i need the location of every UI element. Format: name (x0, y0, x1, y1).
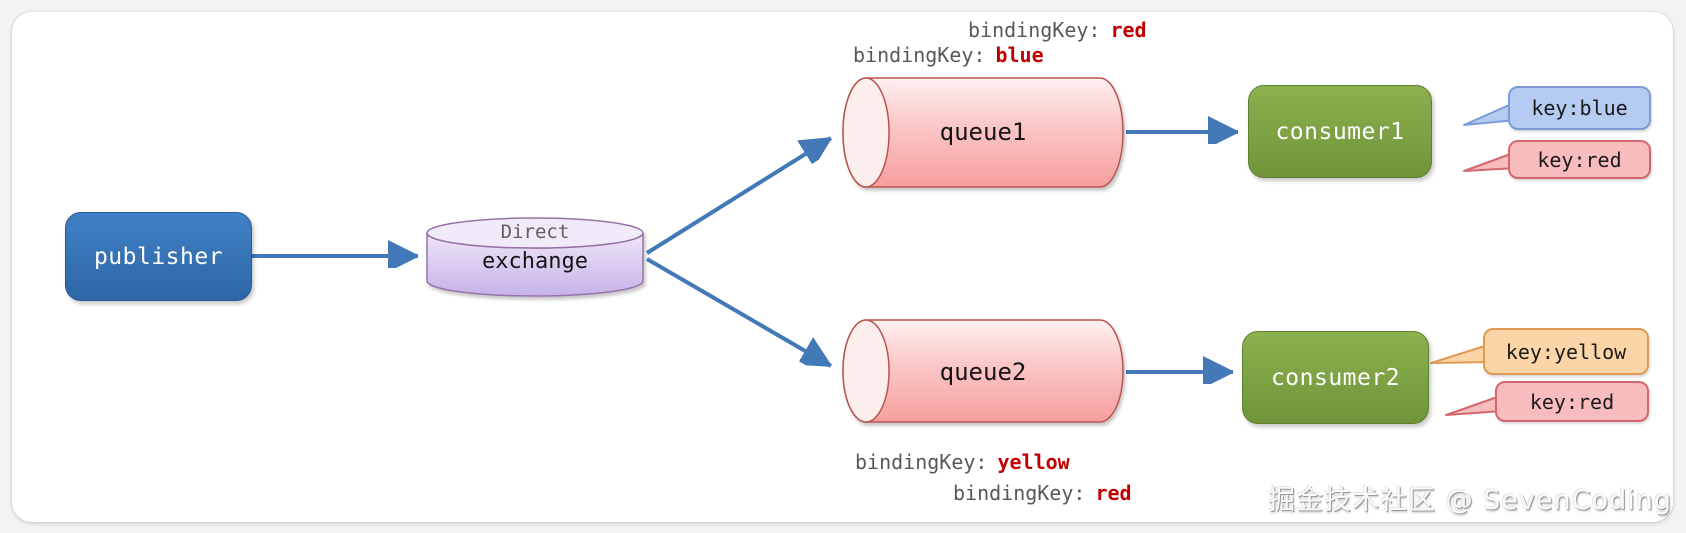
publisher-label: publisher (93, 243, 224, 270)
callout-label: key:yellow (1505, 339, 1627, 364)
queue2-binding-yellow: bindingKey: yellow (855, 450, 1070, 474)
queue2-binding-red: bindingKey: red (953, 481, 1132, 505)
queue1-binding-red: bindingKey: red (968, 18, 1147, 42)
consumer1-node: consumer1 (1248, 85, 1432, 178)
consumer1-label: consumer1 (1275, 118, 1405, 145)
callout-label: key:red (1529, 389, 1615, 414)
binding-prefix: bindingKey: (953, 481, 1086, 505)
binding-value: red (1095, 481, 1132, 505)
binding-prefix: bindingKey: (855, 450, 988, 474)
consumer2-node: consumer2 (1242, 331, 1429, 424)
callout-label: key:red (1537, 147, 1622, 172)
exchange-type-label: Direct (500, 221, 570, 243)
queue1-label: queue1 (939, 118, 1027, 146)
consumer2-key-yellow-callout: key:yellow (1483, 328, 1649, 375)
binding-value: red (1110, 18, 1147, 42)
queue1-binding-blue: bindingKey: blue (853, 43, 1044, 67)
binding-value: blue (995, 43, 1044, 67)
queue2-label: queue2 (939, 358, 1027, 386)
exchange-label: exchange (482, 249, 588, 274)
publisher-node: publisher (65, 212, 252, 301)
binding-prefix: bindingKey: (853, 43, 986, 67)
consumer2-label: consumer2 (1270, 364, 1401, 391)
watermark: 掘金技术社区 @ SevenCoding (1268, 485, 1672, 516)
binding-prefix: bindingKey: (968, 18, 1101, 42)
consumer1-key-red-callout: key:red (1508, 140, 1651, 179)
binding-value: yellow (997, 450, 1070, 474)
consumer1-key-blue-callout: key:blue (1508, 86, 1651, 130)
consumer2-key-red-callout: key:red (1495, 381, 1649, 422)
callout-label: key:blue (1531, 96, 1628, 120)
